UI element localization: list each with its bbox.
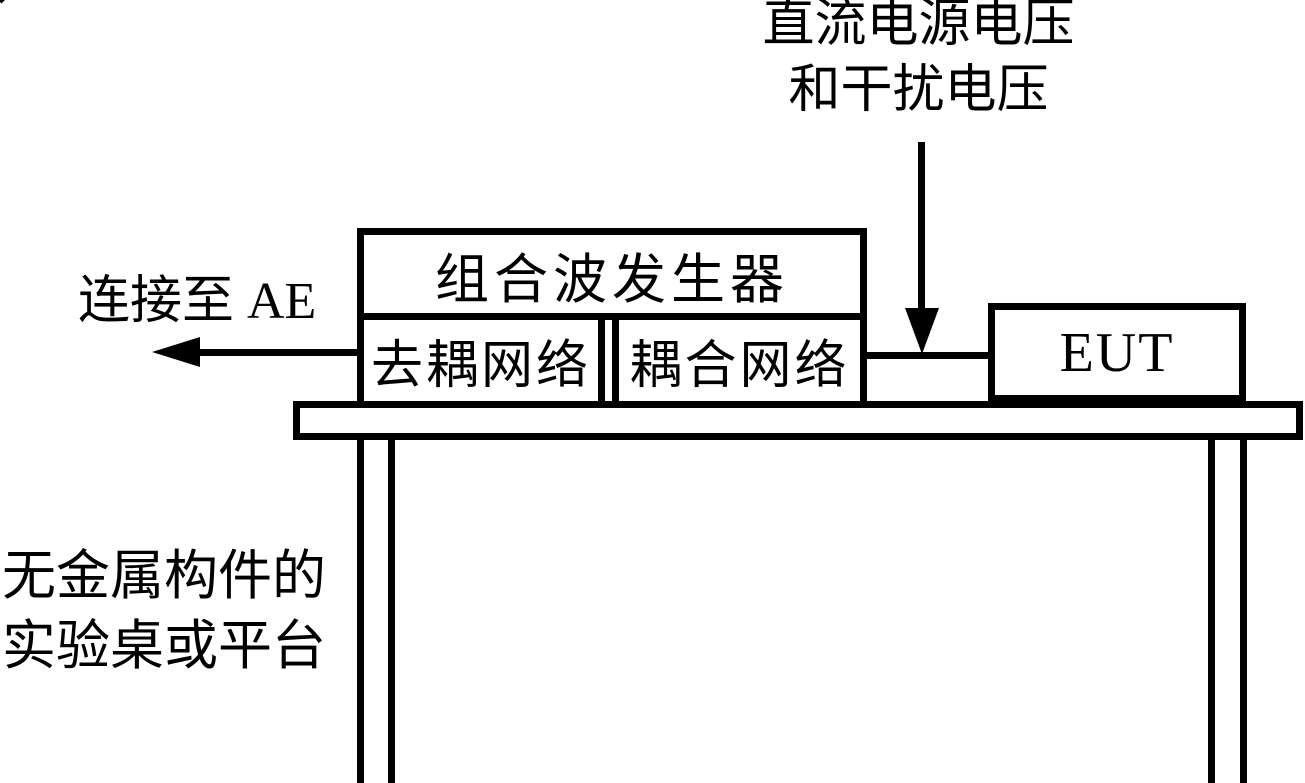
dc-voltage-label-line2: 和干扰电压	[788, 62, 1049, 119]
down-arrowhead-icon	[905, 308, 939, 354]
dc-voltage-label-line1: 直流电源电压	[762, 0, 1075, 53]
generator-box: 组合波发生器	[357, 228, 867, 320]
decoupling-network-box: 去耦网络	[357, 313, 605, 408]
table-leg-right-inner	[1208, 440, 1215, 783]
eut-box-label: EUT	[1059, 321, 1175, 384]
table-note-label: 无金属构件的 实验桌或平台	[2, 541, 326, 681]
table-leg-right-outer	[1240, 440, 1247, 783]
dc-voltage-label: 直流电源电压 和干扰电压	[700, 0, 1137, 124]
table-note-line1: 无金属构件的	[2, 546, 326, 606]
table-leg-left-inner	[388, 440, 395, 783]
eut-box: EUT	[988, 303, 1246, 402]
table-top	[293, 401, 1303, 440]
table-pointer-line	[0, 0, 98, 4]
coupling-network-label: 耦合网络	[629, 338, 850, 395]
coupling-network-box: 耦合网络	[612, 313, 867, 408]
coupling-to-eut-line	[866, 352, 988, 359]
left-arrow-shaft	[190, 349, 357, 356]
generator-box-label: 组合波发生器	[435, 249, 789, 310]
down-arrow-shaft	[918, 142, 925, 314]
table-note-line2: 实验桌或平台	[2, 616, 326, 676]
table-leg-left-outer	[357, 440, 364, 783]
decoupling-network-label: 去耦网络	[370, 338, 591, 395]
left-arrowhead-icon	[152, 337, 200, 367]
connect-to-ae-label: 连接至 AE	[78, 273, 317, 330]
